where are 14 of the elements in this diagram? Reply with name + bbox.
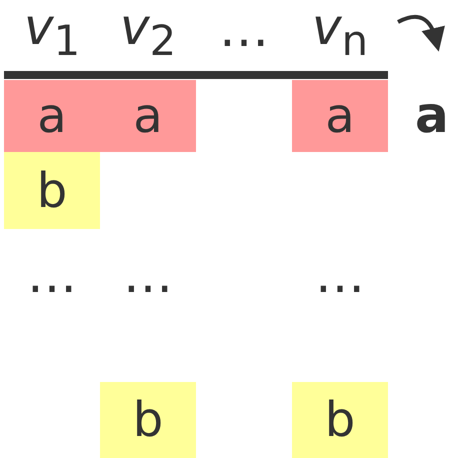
table-cell: b <box>292 382 388 458</box>
column-header: v$_{1}$ <box>24 2 80 62</box>
ellipsis: … <box>27 250 77 300</box>
table-cell: a <box>4 80 100 152</box>
ellipsis: … <box>219 4 269 54</box>
table-cell: b <box>100 382 196 458</box>
table-cell: b <box>4 152 100 229</box>
column-header: v$_{n}$ <box>312 2 368 62</box>
row-label: a <box>415 90 449 140</box>
table-cell: a <box>292 80 388 152</box>
column-header: v$_{2}$ <box>120 2 176 62</box>
table-cell: a <box>100 80 196 152</box>
ellipsis: … <box>315 250 365 300</box>
ellipsis: … <box>123 250 173 300</box>
